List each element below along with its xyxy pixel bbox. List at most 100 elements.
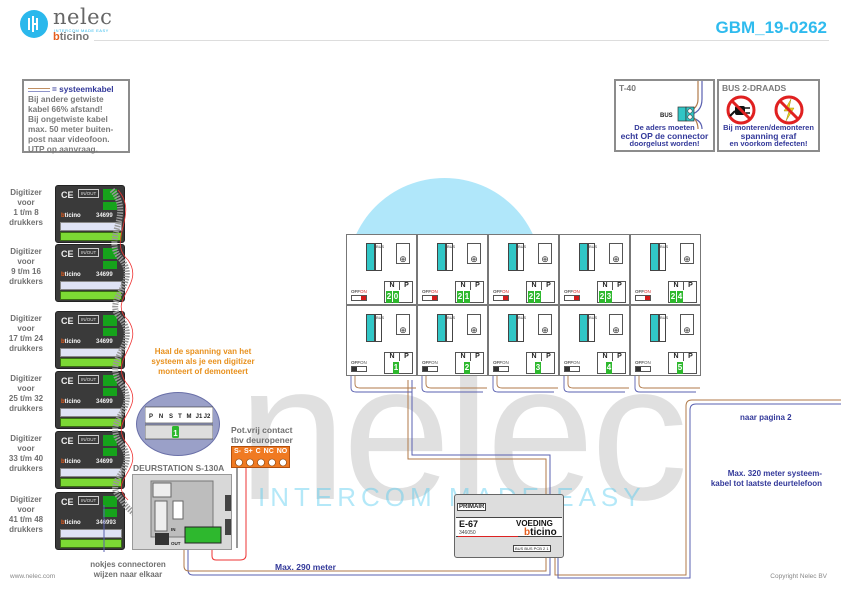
terminal-strip xyxy=(60,539,122,548)
psu-redline xyxy=(458,536,518,537)
digitizer-brand: bticino xyxy=(61,520,81,526)
bus-label: BUS xyxy=(446,243,455,271)
dip-label: T xyxy=(178,414,182,420)
terminal-strip xyxy=(60,232,122,241)
digitizer-module: CE IN/OUT bticino 34699 xyxy=(55,371,125,429)
bus-label: BUS xyxy=(517,243,526,271)
max-320-line: Max. 320 meter systeem- xyxy=(727,469,822,478)
header-p: P xyxy=(470,353,484,361)
max-320-line: kabel tot laatste deurtelefoon xyxy=(710,479,822,488)
switch-on-label: ON xyxy=(502,289,509,294)
bus-terminal-icon xyxy=(650,243,659,271)
digitizer-label-line: 1 t/m 8 xyxy=(13,208,39,217)
digitizer-label-line: Digitizer xyxy=(10,495,42,504)
switch-on-label: ON xyxy=(644,360,651,365)
digitizer-label-line: Digitizer xyxy=(10,374,42,383)
brand-accent: b xyxy=(61,399,65,405)
door-phone-button-icon: ⊕ xyxy=(609,314,623,335)
switch-on-label: ON xyxy=(431,289,438,294)
bticino-brand: bticino xyxy=(53,31,89,43)
brand-rest: ticino xyxy=(64,272,81,278)
in-out-label: IN/OUT xyxy=(78,248,100,257)
door-station: IN OUT xyxy=(132,474,232,550)
door-phone: BUS ⊕ OFFON N P 4 xyxy=(559,305,630,376)
door-station-in: IN xyxy=(171,527,176,532)
system-cable-icon xyxy=(28,87,50,92)
brand-rest: ticino xyxy=(64,399,81,405)
header-n: N xyxy=(531,353,537,360)
bus2-title: BUS 2-DRAADS xyxy=(722,83,787,93)
door-phone-button-icon: ⊕ xyxy=(538,314,552,335)
ce-mark: CE xyxy=(61,436,74,446)
address-digit: 0 xyxy=(393,291,399,303)
switch-off-label: OFF xyxy=(422,289,431,294)
warning-note-line: monteert of demonteert xyxy=(158,367,248,376)
door-phone-button-icon: ⊕ xyxy=(396,314,410,335)
address-digit: 4 xyxy=(606,362,612,374)
dip-label: M xyxy=(187,414,192,420)
header-p: P xyxy=(612,353,626,361)
termination-switch xyxy=(422,295,438,301)
digitizer-label-line: voor xyxy=(17,505,35,514)
door-phone: BUS ⊕ OFFON N P 2 2 xyxy=(488,234,559,305)
bus-label: BUS xyxy=(588,314,597,342)
switch-off-label: OFF xyxy=(493,360,502,365)
bus-label: BUS xyxy=(446,314,455,342)
t40-note-line: echt OP de connector xyxy=(620,131,709,141)
dip-label: N xyxy=(159,414,163,420)
header-n: N xyxy=(389,282,395,289)
switch-on-label: ON xyxy=(502,360,509,365)
logo-tagline: INTERCOM MADE EASY xyxy=(54,28,109,33)
digitizer-code: 34699 xyxy=(96,459,113,465)
address-table: N P 4 xyxy=(597,352,626,374)
digitizer-label-line: drukkers xyxy=(9,404,43,413)
address-table: N P 2 4 xyxy=(668,281,697,303)
document-id: GBM_19-0262 xyxy=(715,18,827,37)
door-station-title: DEURSTATION S-130A xyxy=(133,463,225,473)
termination-switch xyxy=(351,295,367,301)
header-n: N xyxy=(531,282,537,289)
bus2-note: Bij monteren/demonteren spanning eraf en… xyxy=(719,124,818,148)
brand-accent: b xyxy=(61,459,65,465)
switch-off-label: OFF xyxy=(635,289,644,294)
bus-connector-out xyxy=(103,202,117,210)
no-power-icon xyxy=(774,95,804,125)
address-digit: 2 xyxy=(670,291,676,303)
door-phone: BUS ⊕ OFFON N P 2 1 xyxy=(417,234,488,305)
button-label-strip xyxy=(60,468,122,477)
naar-pagina-2-label: naar pagina 2 xyxy=(740,413,792,422)
switch-knob xyxy=(423,367,428,371)
address-digit: 1 xyxy=(464,291,470,303)
warning-note-line: systeem als je een digitizer xyxy=(151,357,255,366)
in-out-label: IN/OUT xyxy=(78,496,100,505)
header-n: N xyxy=(673,282,679,289)
door-phone-button-icon: ⊕ xyxy=(680,243,694,264)
warning-note-line: Haal de spanning van het xyxy=(154,347,252,356)
digitizer-label-line: 41 t/m 48 xyxy=(8,515,44,524)
digitizer-label-line: 33 t/m 40 xyxy=(8,454,44,463)
switch-on-label: ON xyxy=(573,289,580,294)
address-table: N P 2 3 xyxy=(597,281,626,303)
digitizer-module: CE IN/OUT bticino 34699 xyxy=(55,244,125,302)
termination-switch-label: OFFON xyxy=(422,360,438,365)
switch-knob xyxy=(432,296,437,300)
address-table: N P 1 xyxy=(384,352,413,374)
address-digit: 2 xyxy=(599,291,605,303)
switch-on-label: ON xyxy=(573,360,580,365)
header-n: N xyxy=(389,353,395,360)
header-n: N xyxy=(460,282,466,289)
t40-title: T-40 xyxy=(619,83,637,93)
header-p: P xyxy=(612,282,626,290)
door-phone-button-icon: ⊕ xyxy=(538,243,552,264)
digitizer-label-line: Digitizer xyxy=(10,188,42,197)
digitizer-label-line: 9 t/m 16 xyxy=(11,267,41,276)
digitizer-label-line: Digitizer xyxy=(10,314,42,323)
bus-connector-in xyxy=(103,375,117,386)
digitizer-code: 346993 xyxy=(96,520,117,526)
switch-knob xyxy=(645,296,650,300)
bus-label: BUS xyxy=(375,243,384,271)
